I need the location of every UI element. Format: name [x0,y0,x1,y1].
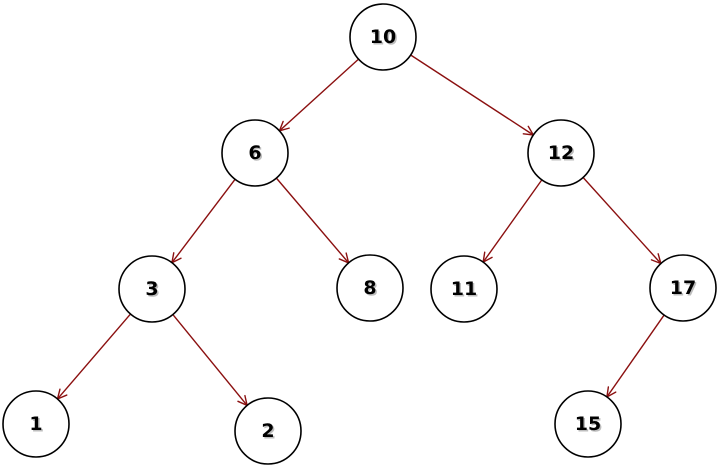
edge-line [171,178,236,264]
tree-node-6: 66 [221,119,289,187]
arrowhead-icon [522,125,535,136]
arrowhead-icon [606,386,617,399]
edge-line [482,179,543,263]
node-label: 11 [451,278,477,300]
node-label-shadow: 15 [576,415,602,437]
node-label-shadow: 8 [365,279,378,301]
node-label: 17 [670,277,696,299]
edge-n3-n2 [172,314,249,407]
node-label: 3 [145,278,158,300]
node-label: 10 [370,26,396,48]
node-circle [336,254,404,322]
node-label-shadow: 12 [549,144,575,166]
node-circle [554,390,622,458]
edge-line [606,314,665,398]
edges-layer [56,54,665,407]
node-label-shadow: 17 [671,279,697,301]
node-label-shadow: 2 [263,422,276,444]
edge-line [278,58,360,132]
node-circle [234,397,302,465]
edge-n10-n6 [278,58,360,132]
node-label: 6 [248,142,261,164]
tree-node-2: 22 [234,397,302,465]
edge-line [410,54,534,136]
node-label: 2 [261,420,274,442]
node-label: 15 [575,413,601,435]
edge-n3-n1 [56,313,132,401]
node-label: 12 [548,142,574,164]
node-label: 1 [29,413,42,435]
edge-n6-n3 [170,178,236,264]
edge-line [172,314,248,406]
node-circle [349,3,417,71]
node-circle [430,255,498,323]
node-circle [527,119,595,187]
edge-n6-n8 [275,177,350,265]
node-label-shadow: 10 [371,28,397,50]
node-label-shadow: 11 [452,280,478,302]
node-label-shadow: 1 [31,415,44,437]
arrowhead-icon [482,251,493,264]
edge-n17-n15 [606,314,665,399]
tree-node-3: 33 [118,255,186,323]
edge-line [56,313,132,400]
node-circle [2,390,70,458]
edge-n12-n17 [582,177,662,265]
node-label-shadow: 3 [147,280,160,302]
edge-line [275,177,350,264]
edge-line [582,177,662,264]
node-circle [221,119,289,187]
tree-node-8: 88 [336,254,404,322]
node-circle [649,254,717,322]
node-circle [118,255,186,323]
edge-n12-n11 [482,179,543,264]
node-label-shadow: 6 [250,144,263,166]
tree-node-1: 11 [2,390,70,458]
edge-n10-n12 [410,54,535,136]
node-label: 8 [363,277,376,299]
